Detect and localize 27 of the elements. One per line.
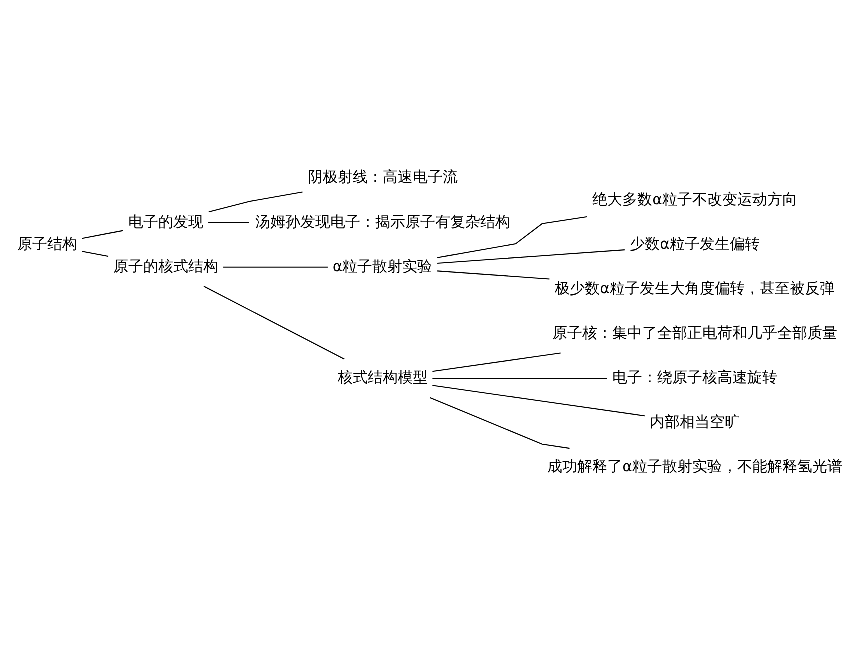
connector	[82, 250, 109, 257]
node-text: 汤姆孙发现电子：揭示原子有复杂结构	[255, 213, 510, 230]
node-text: 核式结构模型	[338, 369, 428, 386]
connector	[204, 286, 345, 360]
node-text: 内部相当空旷	[650, 414, 740, 431]
node-text: 电子：绕原子核高速旋转	[612, 369, 778, 386]
node-text: 成功解释了α粒子散射实验，不能解释氢光谱	[548, 458, 842, 476]
node-text: 原子核：集中了全部正电荷和几乎全部质量	[552, 324, 838, 342]
connector	[432, 352, 561, 372]
connector	[438, 270, 550, 280]
connector	[430, 396, 570, 449]
connector	[224, 266, 328, 268]
connector	[438, 249, 625, 264]
node-text: 少数α粒子发生偏转	[630, 236, 760, 253]
node-text: 绝大多数α粒子不改变运动方向	[592, 191, 798, 208]
connector	[432, 378, 608, 379]
connector	[432, 384, 645, 416]
node-text: 原子结构	[17, 236, 78, 253]
connector	[437, 216, 588, 258]
connector	[208, 191, 303, 212]
node-text: 阴极射线：高速电子流	[308, 168, 458, 186]
node-text: 极少数α粒子发生大角度偏转，甚至被反弹	[555, 280, 835, 298]
node-text: 原子的核式结构	[114, 258, 219, 275]
connector	[208, 222, 250, 223]
node-text: 电子的发现	[128, 213, 204, 230]
node-text: α粒子散射实验	[332, 258, 433, 275]
connector	[82, 230, 124, 239]
